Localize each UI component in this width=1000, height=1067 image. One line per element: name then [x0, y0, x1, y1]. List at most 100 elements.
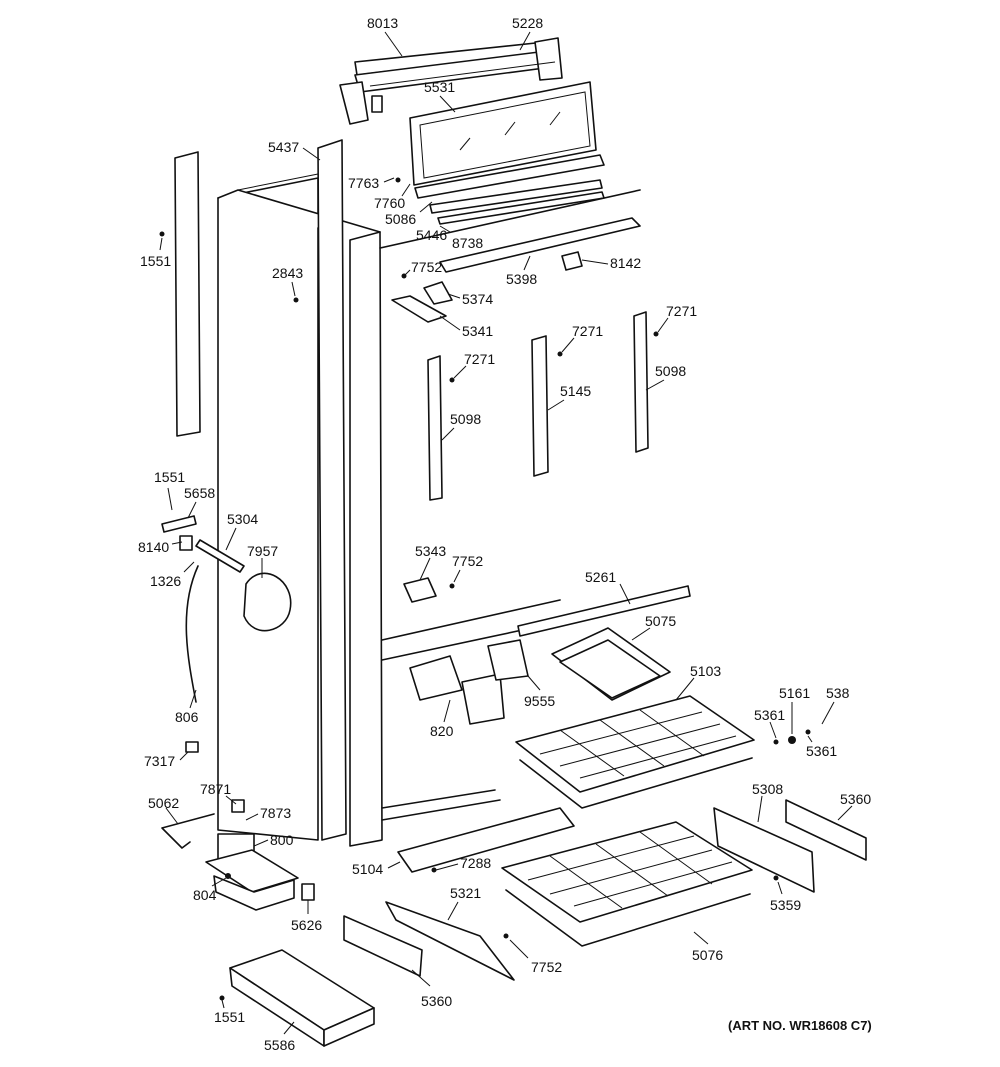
- label-5398[interactable]: 5398: [506, 255, 537, 287]
- cover-5360-left: [343, 915, 423, 977]
- label-1551-bottom[interactable]: 1551: [214, 999, 245, 1025]
- label-5341[interactable]: 5341: [439, 315, 493, 339]
- left-trim-strip: [174, 151, 201, 437]
- perforated-cover-5104: [397, 807, 575, 873]
- label-5586[interactable]: 5586: [264, 1021, 295, 1053]
- label-7957[interactable]: 7957: [247, 543, 278, 578]
- label-5062[interactable]: 5062: [148, 795, 179, 825]
- label-5658[interactable]: 5658: [184, 485, 215, 519]
- part-number: 7763: [348, 175, 379, 191]
- label-5228[interactable]: 5228: [512, 15, 543, 51]
- label-5098-left[interactable]: 5098: [441, 411, 481, 441]
- label-1551-top[interactable]: 1551: [140, 237, 171, 269]
- label-800[interactable]: 800: [253, 832, 294, 848]
- label-5374[interactable]: 5374: [447, 291, 493, 307]
- label-5343[interactable]: 5343: [415, 543, 446, 581]
- art-number: (ART NO. WR18608 C7): [728, 1018, 872, 1033]
- label-806[interactable]: 806: [175, 689, 199, 725]
- part-number: 1551: [154, 469, 185, 485]
- label-5075[interactable]: 5075: [631, 613, 676, 641]
- label-5104[interactable]: 5104: [352, 861, 401, 877]
- label-7271-left[interactable]: 7271: [453, 351, 495, 379]
- label-820[interactable]: 820: [430, 699, 454, 739]
- label-5076[interactable]: 5076: [692, 931, 723, 963]
- label-5261[interactable]: 5261: [585, 569, 631, 605]
- cabinet-frame: [349, 189, 641, 847]
- part-number: 7271: [464, 351, 495, 367]
- label-5321[interactable]: 5321: [447, 885, 481, 921]
- label-5361-left[interactable]: 5361: [754, 707, 785, 739]
- part-number: 5658: [184, 485, 215, 501]
- part-number: 8142: [610, 255, 641, 271]
- slide-5321: [385, 901, 515, 981]
- label-5098-right[interactable]: 5098: [645, 363, 686, 391]
- top-trim-assembly: [339, 37, 563, 125]
- label-8140[interactable]: 8140: [138, 539, 183, 555]
- part-number: 5359: [770, 897, 801, 913]
- part-number: 7871: [200, 781, 231, 797]
- part-number: 5321: [450, 885, 481, 901]
- bracket-5341: [391, 295, 447, 323]
- part-number: 806: [175, 709, 199, 725]
- label-7763[interactable]: 7763: [348, 175, 395, 191]
- part-number: 7873: [260, 805, 291, 821]
- label-5360-right[interactable]: 5360: [837, 791, 871, 821]
- label-8142[interactable]: 8142: [581, 255, 641, 271]
- bracket-5374: [423, 281, 453, 305]
- label-5086[interactable]: 5086: [385, 201, 433, 227]
- label-5361-right[interactable]: 5361: [806, 735, 837, 759]
- shelf-rails: [414, 154, 641, 273]
- label-8738[interactable]: 8738: [452, 235, 483, 251]
- label-5308[interactable]: 5308: [752, 781, 783, 823]
- label-5103[interactable]: 5103: [675, 663, 721, 701]
- label-5304[interactable]: 5304: [225, 511, 258, 551]
- label-1551-mid[interactable]: 1551: [154, 469, 185, 511]
- cover-5586: [229, 949, 375, 1047]
- label-1326[interactable]: 1326: [150, 561, 195, 589]
- part-number: 5062: [148, 795, 179, 811]
- label-5359[interactable]: 5359: [770, 881, 801, 913]
- icemaker-assembly: [409, 639, 529, 725]
- part-number: 5360: [421, 993, 452, 1009]
- label-804[interactable]: 804: [193, 877, 227, 903]
- label-5161[interactable]: 5161: [779, 685, 810, 734]
- label-5360-left[interactable]: 5360: [411, 969, 452, 1009]
- part-number: 7288: [460, 855, 491, 871]
- part-number: 9555: [524, 693, 555, 709]
- label-7760[interactable]: 7760: [374, 183, 411, 211]
- part-number: 5308: [752, 781, 783, 797]
- label-5437[interactable]: 5437: [268, 139, 321, 161]
- label-7317[interactable]: 7317: [144, 751, 189, 769]
- water-valve-assembly: [161, 799, 315, 911]
- label-7271-right[interactable]: 7271: [657, 303, 697, 333]
- part-number: 804: [193, 887, 217, 903]
- label-7873[interactable]: 7873: [245, 805, 291, 821]
- part-number: 800: [270, 832, 294, 848]
- part-number: 7752: [452, 553, 483, 569]
- label-7271-middle[interactable]: 7271: [561, 323, 603, 353]
- label-8013[interactable]: 8013: [367, 15, 403, 57]
- part-number: 5437: [268, 139, 299, 155]
- part-number: 5098: [655, 363, 686, 379]
- part-number: 7317: [144, 753, 175, 769]
- label-7871[interactable]: 7871: [200, 781, 237, 805]
- label-5626[interactable]: 5626: [291, 900, 322, 933]
- label-5145[interactable]: 5145: [547, 383, 591, 411]
- label-5446[interactable]: 5446: [416, 225, 451, 243]
- label-7752-bottom[interactable]: 7752: [509, 939, 562, 975]
- part-number: 5228: [512, 15, 543, 31]
- label-7752-mid[interactable]: 7752: [452, 553, 483, 583]
- label-9555[interactable]: 9555: [524, 675, 555, 709]
- label-2843[interactable]: 2843: [272, 265, 303, 297]
- label-538[interactable]: 538: [821, 685, 850, 725]
- label-7752-top[interactable]: 7752: [403, 259, 442, 277]
- label-7288[interactable]: 7288: [435, 855, 491, 871]
- part-number: 5398: [506, 271, 537, 287]
- part-number: 5361: [806, 743, 837, 759]
- part-number: 8140: [138, 539, 169, 555]
- part-number: 1326: [150, 573, 181, 589]
- label-5531[interactable]: 5531: [424, 79, 456, 113]
- part-number: 5531: [424, 79, 455, 95]
- part-number: 5104: [352, 861, 383, 877]
